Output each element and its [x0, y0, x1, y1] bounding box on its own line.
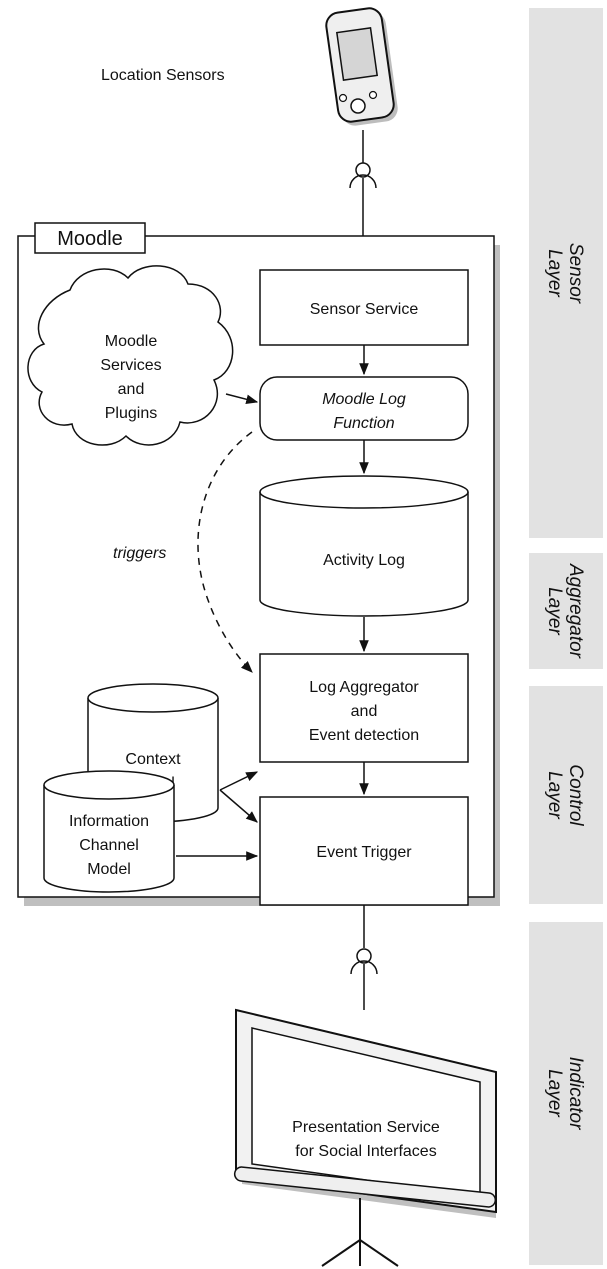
indicator-layer-label-2: Layer [544, 1069, 565, 1117]
information-channel-model-line-2: Channel [79, 837, 139, 854]
moodle-log-function-node: Moodle Log Function [259, 376, 469, 441]
control-layer-label-2: Layer [544, 771, 565, 819]
moodle-services-line-4: Plugins [105, 405, 157, 422]
activity-log-label: Activity Log [323, 552, 405, 569]
sensor-connector [349, 130, 377, 270]
edge-context-to-aggregator [219, 771, 259, 791]
event-trigger-node: Event Trigger [259, 796, 469, 906]
edge-context-to-trigger [219, 789, 258, 823]
edge-triggers-dashed [197, 431, 253, 673]
sensor-layer-label-2: Layer [544, 249, 565, 297]
log-aggregator-line-3: Event detection [309, 727, 419, 744]
information-channel-model-node: Information Channel Model [43, 770, 175, 893]
sensor-service-label: Sensor Service [310, 301, 419, 318]
aggregator-layer-label-2: Layer [544, 587, 565, 635]
moodle-services-line-2: Services [100, 357, 161, 374]
location-sensor-device [325, 7, 398, 126]
layer-band-control: Control Layer [529, 686, 603, 904]
moodle-log-function-line-2: Function [333, 415, 394, 432]
moodle-log-function-line-1: Moodle Log [322, 391, 406, 408]
event-trigger-label: Event Trigger [316, 844, 412, 861]
layer-band-indicator: Indicator Layer [529, 922, 603, 1265]
presentation-service-line-1: Presentation Service [292, 1119, 440, 1136]
aggregator-layer-label-1: Aggregator [565, 563, 586, 659]
moodle-title: Moodle [57, 228, 123, 250]
location-sensors-label: Location Sensors [101, 67, 225, 84]
presentation-service-line-2: for Social Interfaces [295, 1143, 436, 1160]
moodle-services-line-1: Moodle [105, 333, 158, 350]
presentation-connector [350, 905, 378, 1010]
edges [176, 345, 369, 861]
moodle-services-line-3: and [118, 381, 145, 398]
edge-cloud-to-logfn [225, 393, 259, 404]
control-layer-label-1: Control [565, 764, 586, 826]
context-model-line-1: Context [125, 751, 181, 768]
log-aggregator-line-1: Log Aggregator [309, 679, 419, 696]
triggers-label: triggers [113, 545, 166, 562]
layer-band-sensor: Sensor Layer [529, 8, 603, 538]
information-channel-model-line-1: Information [69, 813, 149, 830]
activity-log-node: Activity Log [259, 475, 469, 617]
presentation-screen: Presentation Service for Social Interfac… [233, 1008, 497, 1267]
information-channel-model-line-3: Model [87, 861, 131, 878]
indicator-layer-label-1: Indicator [565, 1057, 586, 1131]
sensor-layer-label-1: Sensor [565, 243, 586, 304]
sensor-service-node: Sensor Service [259, 269, 469, 346]
moodle-services-node: Moodle Services and Plugins [27, 265, 234, 446]
log-aggregator-node: Log Aggregator and Event detection [259, 653, 469, 763]
log-aggregator-line-2: and [351, 703, 378, 720]
layer-band-aggregator: Aggregator Layer [529, 553, 603, 669]
